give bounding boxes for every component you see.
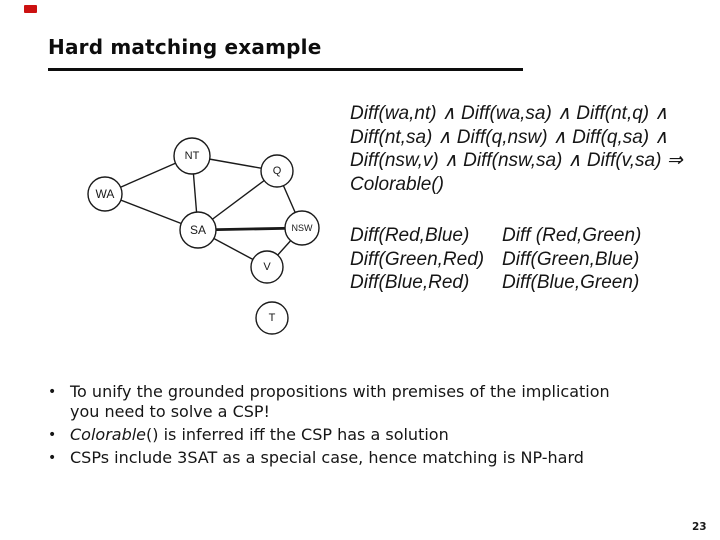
bullet-line: To unify the grounded propositions with …	[70, 382, 610, 401]
formula-line: Diff(nt,sa) ∧ Diff(q,nsw) ∧ Diff(q,sa) ∧	[350, 126, 669, 148]
graph-node-label-v: V	[263, 261, 271, 273]
graph-node-wa	[87, 176, 123, 212]
grounded-cell: Diff(Blue,Red)	[350, 272, 470, 293]
graph-node-v	[250, 250, 284, 284]
graph-node-label-nsw: NSW	[292, 223, 314, 233]
graph-node-t	[255, 301, 289, 335]
grounded-cell: Diff(Blue,Green)	[502, 272, 640, 293]
bullet-text: To unify the grounded propositions with …	[70, 382, 666, 422]
bullet-icon: •	[48, 450, 57, 466]
grounded-propositions-block: Diff(Red,Blue) Diff (Red,Green) Diff(Gre…	[350, 224, 715, 295]
bullet-text: CSPs include 3SAT as a special case, hen…	[70, 448, 584, 467]
bullet-line: you need to solve a CSP!	[70, 402, 270, 421]
bullet-line: () is inferred iff the CSP has a solutio…	[146, 425, 449, 444]
graph-node-nt	[173, 137, 211, 175]
graph-node-label-sa: SA	[190, 223, 206, 237]
grounded-cell: Diff(Green,Blue)	[502, 248, 640, 270]
bullet-icon: •	[48, 384, 57, 400]
graph-node-nsw	[284, 210, 320, 246]
grounded-row: Diff(Red,Blue) Diff (Red,Green)	[350, 224, 715, 248]
graph-node-q	[260, 154, 294, 188]
grounded-cell: Diff (Red,Green)	[502, 225, 642, 246]
slide-logo-mark	[24, 5, 37, 13]
bullet-list: • To unify the grounded propositions wit…	[46, 382, 666, 471]
graph-node-sa	[179, 211, 217, 249]
graph-node-label-q: Q	[273, 165, 282, 177]
formula-line: Diff(nsw,v) ∧ Diff(nsw,sa) ∧ Diff(v,sa) …	[350, 150, 683, 171]
page-title: Hard matching example	[48, 35, 322, 59]
formula-line: Colorable()	[350, 173, 444, 195]
constraint-graph-diagram: NT Q WA SA NSW V T	[87, 137, 320, 335]
page-number: 23	[692, 521, 707, 533]
grounded-row: Diff(Blue,Red) Diff(Blue,Green)	[350, 271, 715, 295]
implication-formula-block: Diff(wa,nt) ∧ Diff(wa,sa) ∧ Diff(nt,q) ∧…	[350, 102, 715, 196]
grounded-row: Diff(Green,Red) Diff(Green,Blue)	[350, 248, 715, 272]
formula-line: Diff(wa,nt) ∧ Diff(wa,sa) ∧ Diff(nt,q) ∧	[350, 103, 669, 124]
bullet-item: • To unify the grounded propositions wit…	[46, 382, 666, 422]
bullet-item: • CSPs include 3SAT as a special case, h…	[46, 448, 666, 468]
bullet-italic-term: Colorable	[70, 425, 147, 444]
graph-node-label-wa: WA	[96, 187, 115, 201]
graph-node-label-nt: NT	[185, 150, 200, 162]
grounded-cell: Diff(Red,Blue)	[350, 225, 470, 246]
bullet-text: Colorable() is inferred iff the CSP has …	[70, 425, 666, 445]
bullet-item: • Colorable() is inferred iff the CSP ha…	[46, 425, 666, 445]
title-underline	[48, 68, 523, 71]
graph-node-label-t: T	[269, 312, 276, 324]
bullet-icon: •	[48, 427, 57, 443]
grounded-cell: Diff(Green,Red)	[350, 248, 485, 270]
